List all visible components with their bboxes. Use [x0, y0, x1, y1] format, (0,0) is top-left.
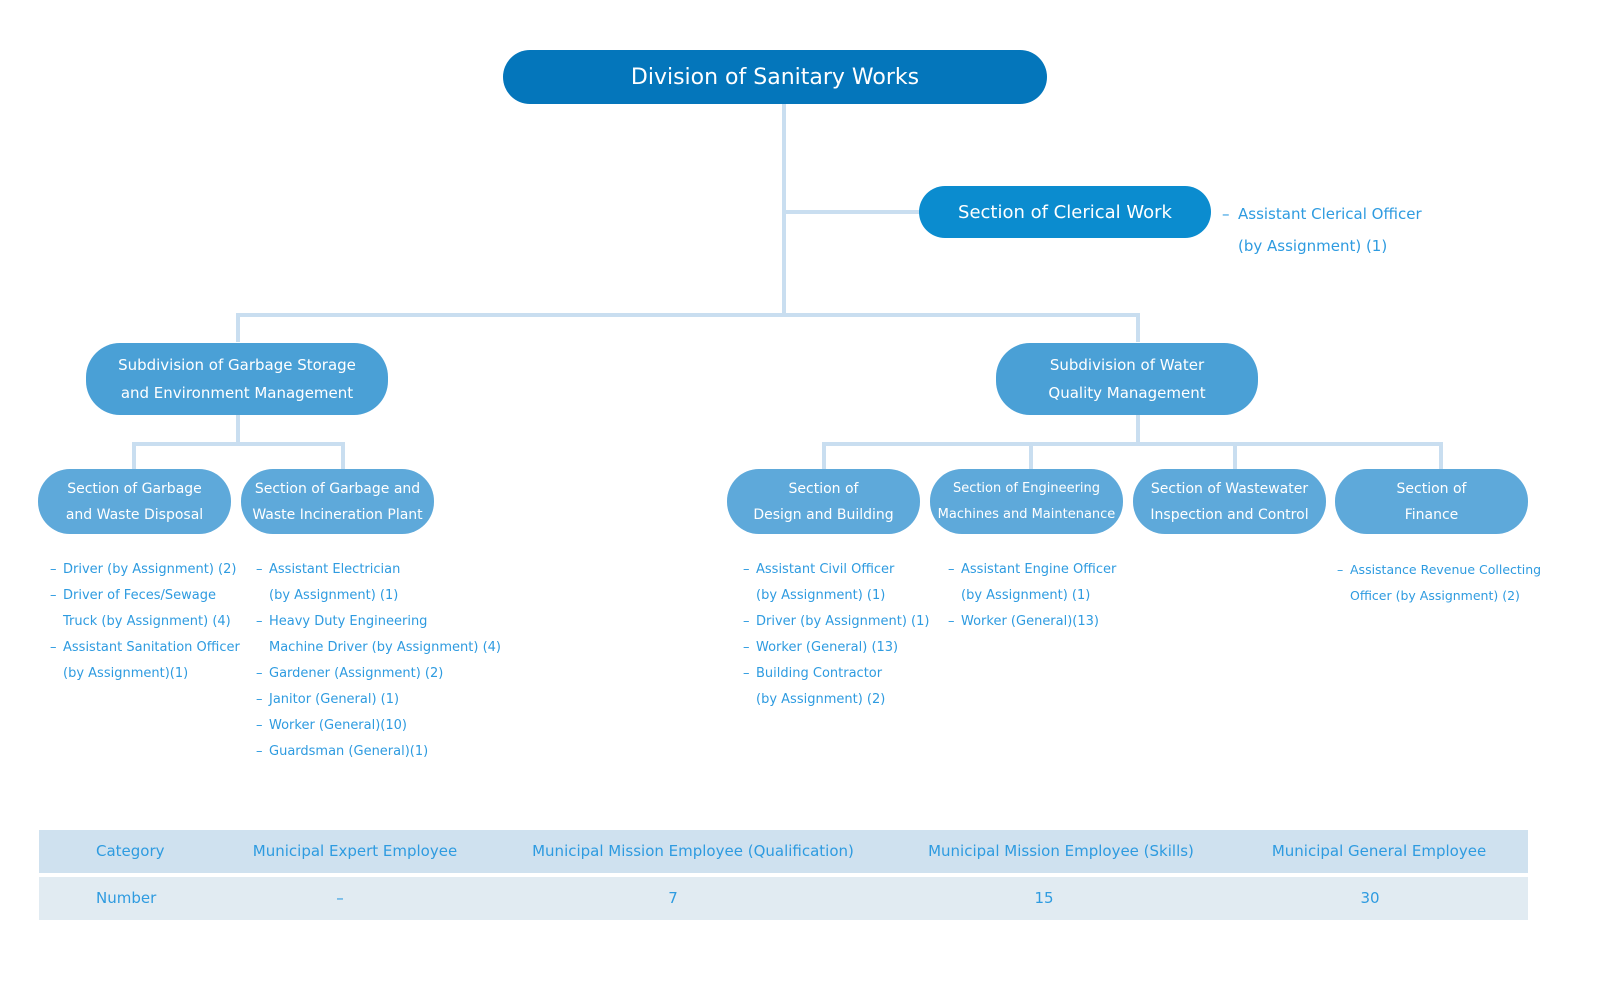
staff-item: Worker (General)(13) [948, 609, 1116, 635]
staff-item: Assistant Electrician (by Assignment) (1… [256, 557, 501, 609]
staff-item: Worker (General)(10) [256, 713, 501, 739]
division-title-node: Division of Sanitary Works [503, 50, 1047, 104]
table-value-cell: 30 [1360, 889, 1380, 907]
staff-item: Assistance Revenue Collecting Officer (b… [1337, 557, 1541, 609]
garbage-disposal-staff-list: Driver (by Assignment) (2) Driver of Fec… [50, 557, 240, 687]
staff-item: Assistant Civil Officer (by Assignment) … [743, 557, 929, 609]
subdivision-water-quality-node: Subdivision of Water Quality Management [996, 343, 1258, 415]
table-value-cell: Number [96, 889, 157, 907]
section-garbage-incineration-node: Section of Garbage and Waste Incineratio… [241, 469, 434, 534]
section-wastewater-inspection-node: Section of Wastewater Inspection and Con… [1133, 469, 1326, 534]
connector-water-sections [822, 415, 1443, 470]
table-value-cell: – [336, 889, 344, 907]
design-building-staff-list: Assistant Civil Officer (by Assignment) … [743, 557, 929, 713]
staff-item: Janitor (General) (1) [256, 687, 501, 713]
table-header-cell: Category [96, 842, 165, 860]
staff-item: Building Contractor (by Assignment) (2) [743, 661, 929, 713]
staff-item: Worker (General) (13) [743, 635, 929, 661]
staff-item: Driver of Feces/Sewage Truck (by Assignm… [50, 583, 240, 635]
table-header-cell: Municipal Mission Employee (Skills) [928, 842, 1194, 860]
table-value-cell: 7 [668, 889, 678, 907]
table-header-cell: Municipal General Employee [1271, 842, 1487, 860]
summary-table-value-row: Number – 7 15 30 [39, 877, 1528, 920]
clerical-staff-list: Assistant Clerical Officer (by Assignmen… [1222, 198, 1422, 262]
section-design-building-node: Section of Design and Building [727, 469, 920, 534]
staff-item: Guardsman (General)(1) [256, 739, 501, 765]
staff-item: Assistant Clerical Officer (by Assignmen… [1222, 198, 1422, 262]
summary-table-header-row: Category Municipal Expert Employee Munic… [39, 830, 1528, 873]
table-value-cell: 15 [1034, 889, 1054, 907]
section-clerical-work-node: Section of Clerical Work [919, 186, 1211, 238]
staff-item: Gardener (Assignment) (2) [256, 661, 501, 687]
section-engineering-machines-node: Section of Engineering Machines and Main… [930, 469, 1123, 534]
subdivision-garbage-storage-node: Subdivision of Garbage Storage and Envir… [86, 343, 388, 415]
connector-garbage-sections [132, 415, 345, 470]
staff-item: Assistant Engine Officer (by Assignment)… [948, 557, 1116, 609]
engineering-machines-staff-list: Assistant Engine Officer (by Assignment)… [948, 557, 1116, 635]
section-finance-node: Section of Finance [1335, 469, 1528, 534]
connector-subdivisions [236, 313, 1140, 342]
staff-item: Driver (by Assignment) (1) [743, 609, 929, 635]
finance-staff-list: Assistance Revenue Collecting Officer (b… [1337, 557, 1541, 609]
incineration-plant-staff-list: Assistant Electrician (by Assignment) (1… [256, 557, 501, 765]
staff-item: Driver (by Assignment) (2) [50, 557, 240, 583]
staff-item: Heavy Duty Engineering Machine Driver (b… [256, 609, 501, 661]
table-header-cell: Municipal Expert Employee [252, 842, 458, 860]
staff-item: Assistant Sanitation Officer (by Assignm… [50, 635, 240, 687]
section-garbage-waste-disposal-node: Section of Garbage and Waste Disposal [38, 469, 231, 534]
table-header-cell: Municipal Mission Employee (Qualificatio… [532, 842, 854, 860]
